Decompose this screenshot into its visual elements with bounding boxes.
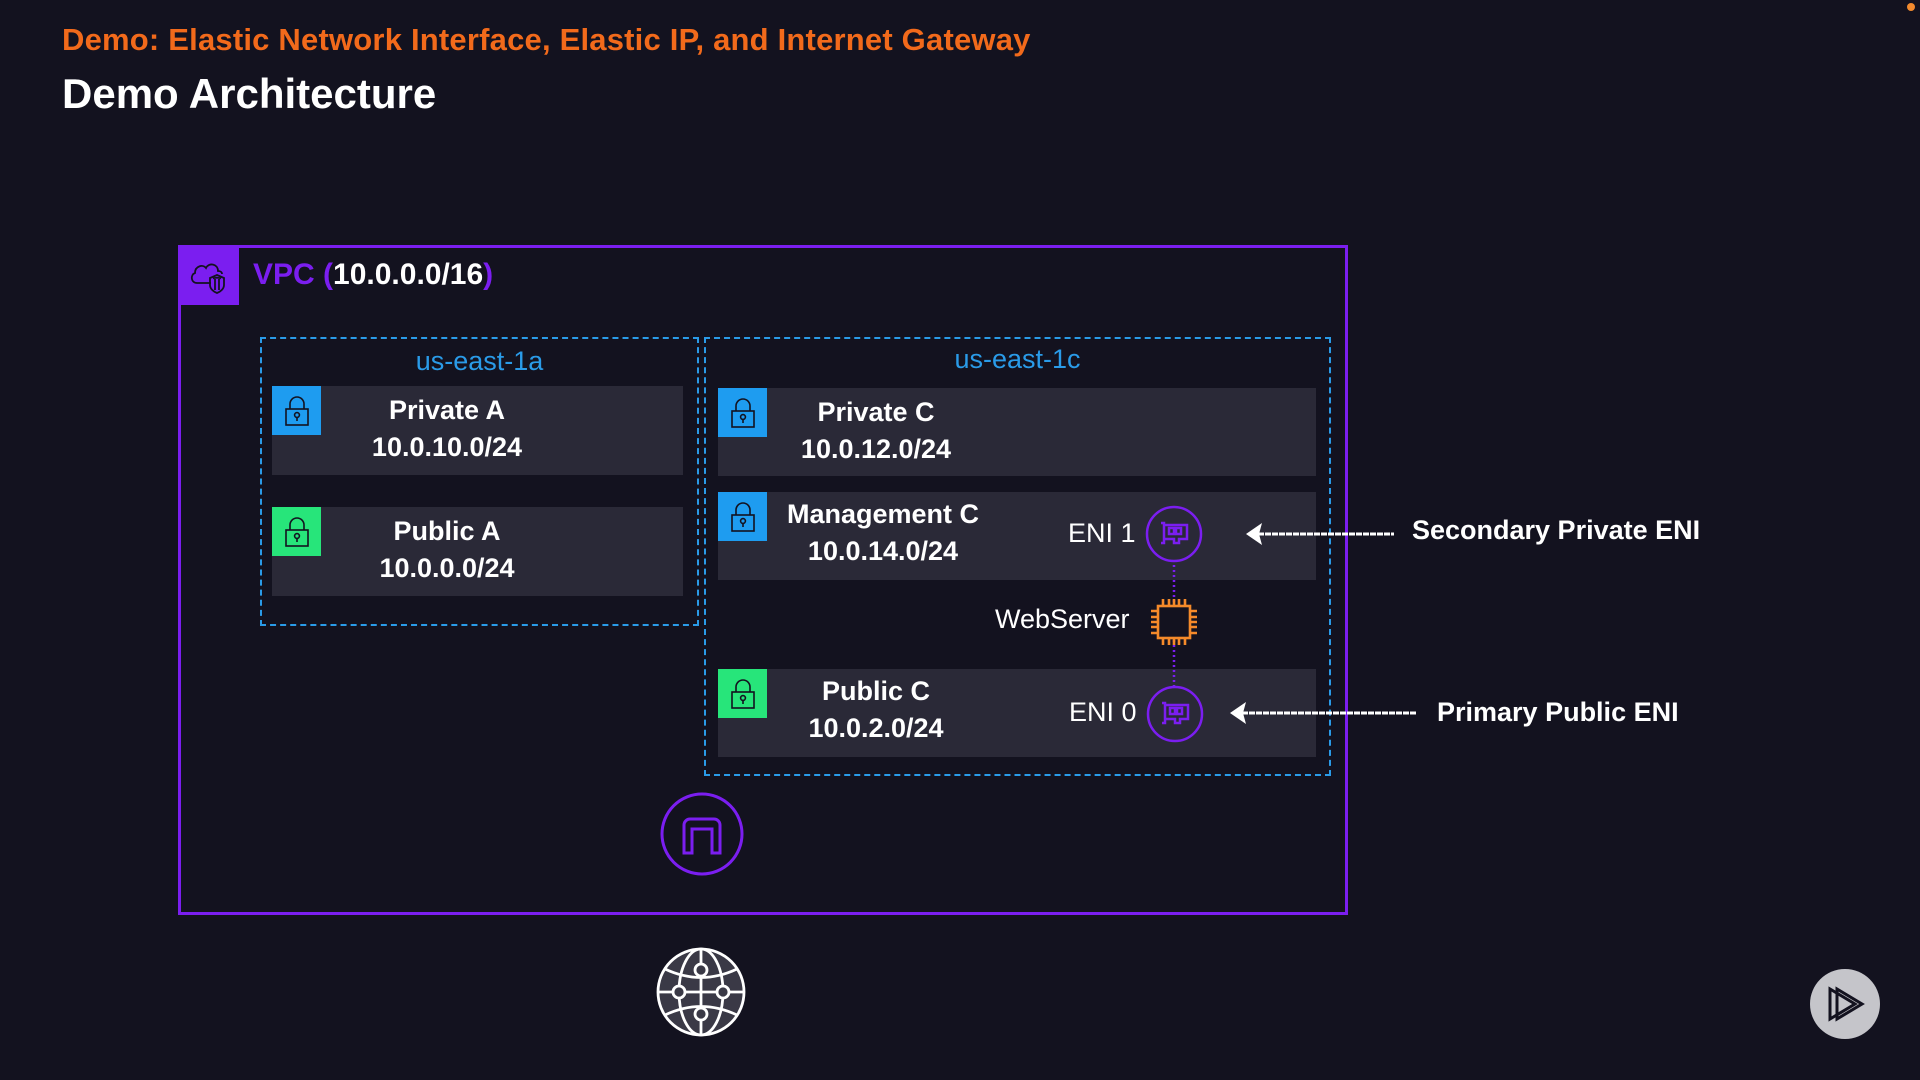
subnet-name: Management C [786,499,980,529]
subnet-cidr: 10.0.10.0/24 [371,432,523,462]
subnet-private-a: Private A 10.0.10.0/24 [272,386,683,475]
vpc-container [178,245,1348,915]
subnet-cidr: 10.0.14.0/24 [807,536,959,566]
subnet-name: Private A [388,395,506,425]
primary-eni-annotation: Primary Public ENI [1437,697,1679,727]
vpc-cloud-shield-icon [178,245,239,305]
eni-1-label: ENI 1 [1068,518,1136,548]
eni-0-label: ENI 0 [1069,697,1137,727]
vpc-cidr: 10.0.0.0/16 [333,258,484,291]
subnet-private-c: Private C 10.0.12.0/24 [718,388,1316,476]
subnet-public-a: Public A 10.0.0.0/24 [272,507,683,596]
az-label: us-east-1c [954,344,1081,374]
subnet-public-c: Public C 10.0.2.0/24 ENI 0 [718,669,1316,757]
subnet-name: Public C [821,676,930,706]
vpc-open-paren: ( [323,258,334,291]
network-interface-card-icon [1146,685,1204,748]
vpc-close-paren: ) [483,258,494,291]
subnet-cidr: 10.0.12.0/24 [800,434,952,464]
subnet-cidr: 10.0.2.0/24 [808,713,944,743]
webserver-label: WebServer [995,604,1130,634]
lock-icon [718,388,767,437]
vpc-label: VPC (10.0.0.0/16) [253,258,493,292]
subnet-name: Private C [817,397,935,427]
vpc-keyword: VPC [253,258,315,291]
secondary-eni-annotation: Secondary Private ENI [1412,515,1701,545]
lock-icon [718,669,767,718]
recording-indicator-dot [1907,3,1915,11]
subnet-name: Public A [393,516,501,546]
availability-zone-us-east-1a [260,337,699,626]
slide-title: Demo Architecture [62,70,437,117]
ec2-chip-icon [1146,594,1202,655]
network-interface-card-icon [1145,505,1203,568]
lock-icon [272,507,321,556]
lock-icon [272,386,321,435]
subnet-management-c: Management C 10.0.14.0/24 ENI 1 [718,492,1316,580]
play-logo-icon[interactable] [1809,968,1881,1045]
lock-icon [718,492,767,541]
internet-gateway-icon [659,791,745,882]
arrow-left-icon [1246,523,1394,545]
slide-subtitle: Demo: Elastic Network Interface, Elastic… [62,22,1031,57]
az-label: us-east-1a [415,346,544,376]
globe-network-icon [655,946,747,1043]
subnet-cidr: 10.0.0.0/24 [379,553,515,583]
availability-zone-us-east-1c [704,337,1331,776]
arrow-left-icon [1230,702,1416,724]
